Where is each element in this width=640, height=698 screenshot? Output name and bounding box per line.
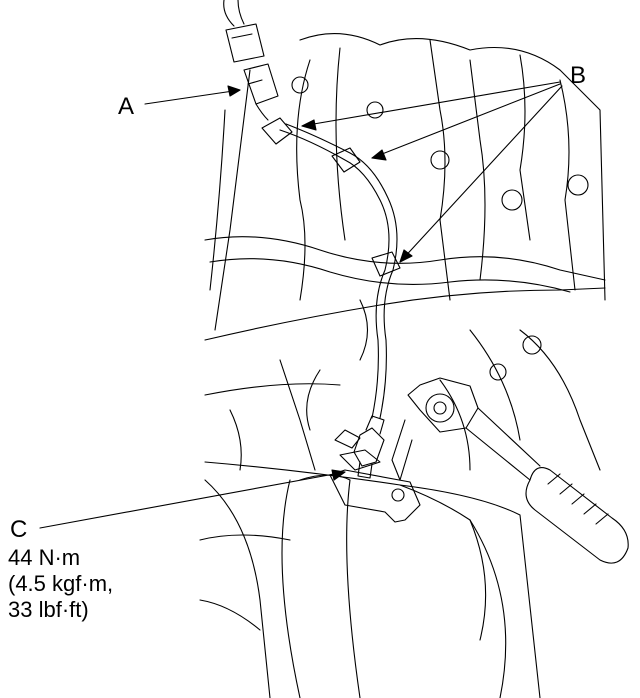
torque-spec-line-1: 44 N·m bbox=[8, 545, 81, 570]
sensor-mount-boss bbox=[329, 429, 421, 523]
ratchet-wrench bbox=[391, 377, 629, 564]
torque-spec-line-3: 33 lbf·ft) bbox=[8, 597, 89, 622]
callout-c-label: C bbox=[10, 516, 28, 543]
sensor-wire bbox=[279, 123, 398, 419]
leader-lines bbox=[39, 81, 563, 529]
callout-b-label: B bbox=[570, 62, 587, 89]
torque-spec: 44 N·m (4.5 kgf·m, 33 lbf·ft) bbox=[8, 545, 113, 623]
callout-a-label: A bbox=[118, 93, 135, 120]
torque-spec-line-2: (4.5 kgf·m, bbox=[8, 571, 114, 596]
engine-block-outline bbox=[204, 33, 606, 471]
exhaust-pipe bbox=[199, 461, 541, 698]
harness-clips bbox=[261, 117, 401, 277]
engine-bolt-bosses bbox=[291, 76, 589, 381]
connector-a bbox=[223, 0, 279, 121]
oxygen-sensor bbox=[353, 415, 385, 479]
